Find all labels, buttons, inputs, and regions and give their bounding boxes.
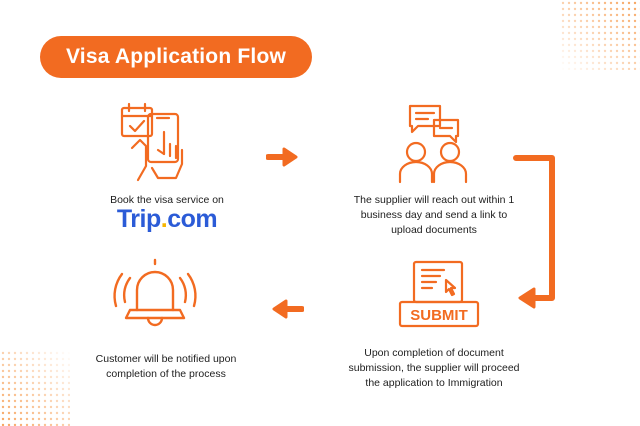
calendar-phone-icon xyxy=(120,102,184,182)
dot-pattern-top-right xyxy=(560,0,640,70)
step-2-caption: The supplier will reach out within 1 bus… xyxy=(353,194,515,236)
step-1-caption: Book the visa service on xyxy=(110,194,224,206)
dot-pattern-bottom-left xyxy=(0,350,70,426)
submit-document-icon: SUBMIT xyxy=(398,260,480,328)
trip-com-logo: Trip.com xyxy=(116,205,218,233)
step-4-caption: Customer will be notified upon completio… xyxy=(95,353,237,380)
arrow-down-left-icon xyxy=(513,155,555,309)
chat-people-icon xyxy=(398,104,468,184)
bell-icon xyxy=(113,258,197,327)
page-title: Visa Application Flow xyxy=(40,36,312,78)
submit-label: SUBMIT xyxy=(410,307,468,324)
step-3-caption: Upon completion of document submission, … xyxy=(348,347,520,389)
arrow-right-icon xyxy=(266,147,298,167)
arrow-left-icon xyxy=(272,299,304,319)
